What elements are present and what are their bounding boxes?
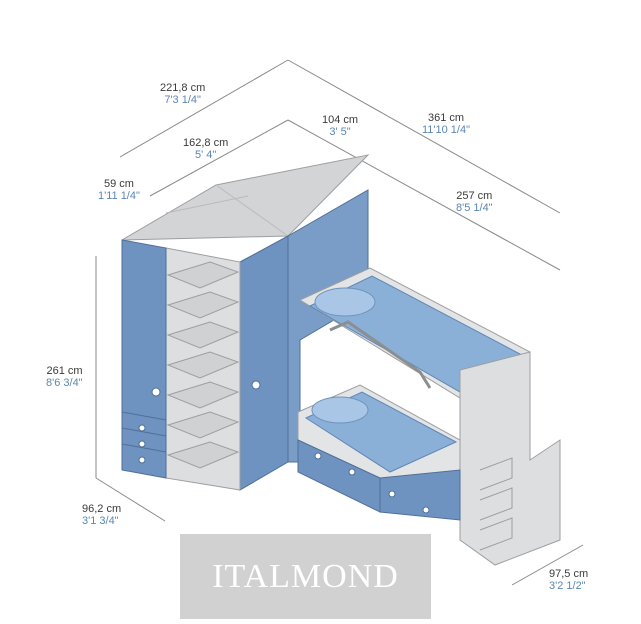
dimension-lines — [95, 59, 584, 586]
shelf — [166, 351, 240, 379]
drawer-seam — [121, 411, 167, 421]
dim-bed-module-depth: 104 cm 3' 5" — [322, 114, 359, 138]
drawer-knob — [138, 440, 146, 448]
dim-line-wardrobe-width — [149, 119, 289, 197]
dim-line-left-depth — [95, 477, 166, 522]
drawer-knob — [348, 468, 356, 476]
bed-drawer-knobs — [314, 452, 430, 514]
wardrobe-knob — [251, 380, 261, 390]
step — [479, 457, 513, 491]
drawer-knob — [138, 424, 146, 432]
stair-steps — [479, 457, 513, 551]
safety-rail — [329, 320, 432, 389]
step — [479, 517, 513, 551]
step — [479, 487, 513, 521]
shelf — [166, 381, 240, 409]
dim-total-width: 221,8 cm 7'3 1/4" — [160, 82, 206, 106]
dim-line-stair-depth — [511, 544, 584, 586]
dim-shelf-depth: 59 cm 1'11 1/4" — [98, 178, 140, 202]
drawer-knob — [422, 506, 430, 514]
dim-stair-depth: 97,5 cm 3'2 1/2" — [549, 568, 589, 592]
wardrobe-left-door — [239, 235, 289, 491]
shelf — [166, 441, 240, 469]
drawer-seam — [121, 427, 167, 437]
wardrobe-top — [121, 154, 370, 241]
shelf — [166, 411, 240, 439]
dim-height: 261 cm 8'6 3/4" — [46, 365, 83, 389]
watermark-text: ITALMOND — [212, 558, 399, 595]
under-bed-drawer-right — [379, 469, 461, 521]
drawer-knob — [138, 456, 146, 464]
cabinet-drawers — [121, 411, 167, 453]
shelf — [166, 321, 240, 349]
drawer-knobs — [138, 424, 146, 464]
shelves — [166, 261, 240, 469]
dim-line-total-width — [119, 59, 289, 158]
dim-line-total-length — [287, 59, 561, 214]
dim-total-length: 361 cm 11'10 1/4" — [422, 112, 471, 136]
drawer-knob — [314, 452, 322, 460]
shelf — [166, 261, 240, 289]
wardrobe-right-door — [287, 189, 369, 463]
dim-bed-length: 257 cm 8'5 1/4" — [456, 190, 493, 214]
wardrobe-top-seam — [165, 195, 249, 214]
shelf — [166, 291, 240, 319]
dim-left-depth: 96,2 cm 3'1 3/4" — [82, 503, 122, 527]
upper-pillow — [314, 287, 376, 317]
dim-wardrobe-width: 162,8 cm 5' 4" — [183, 137, 229, 161]
dim-line-bed-length — [287, 119, 561, 271]
drawer-seam — [121, 443, 167, 453]
drawer-knob — [388, 490, 396, 498]
watermark-box: ITALMOND — [180, 534, 431, 619]
lower-pillow — [311, 396, 369, 424]
wardrobe-top-seam — [215, 184, 289, 237]
cabinet-knob — [151, 387, 161, 397]
